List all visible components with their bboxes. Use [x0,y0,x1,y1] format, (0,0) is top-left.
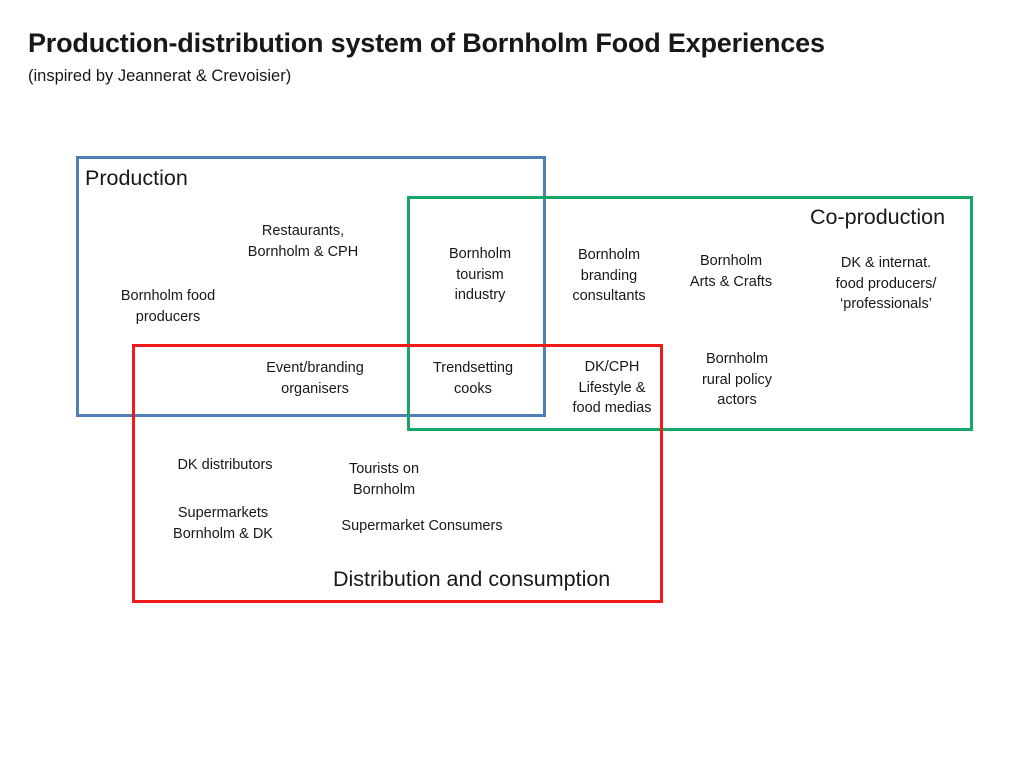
node-bornholm-tourism-industry: Bornholm tourism industry [448,246,512,304]
distribution-region-label: Distribution and consumption [333,567,611,591]
page-title: Production-distribution system of Bornho… [28,28,825,58]
node-bornholm-arts-and-crafts: Bornholm Arts & Crafts [689,253,773,290]
node-dk-cph-lifestyle-food-medias: DK/CPH Lifestyle & food medias [572,359,652,417]
node-bornholm-branding-consultants: Bornholm branding consultants [572,247,646,305]
node-supermarkets-bornholm-dk: Supermarkets Bornholm & DK [173,505,273,542]
node-tourists-on-bornholm: Tourists on Bornholm [348,461,420,498]
node-dk-distributors: DK distributors [177,457,273,473]
production-region-label: Production [85,166,188,190]
distribution-region-box [132,344,663,603]
coproduction-region-box [407,196,973,431]
node-bornholm-rural-policy-actors: Bornholm rural policy actors [701,351,773,409]
node-restaurants-bornholm-cph: Restaurants, Bornholm & CPH [247,223,359,260]
title-block: Production-distribution system of Bornho… [28,28,968,87]
node-dk-international-food-producers: DK & internat. food producers/ ‘professi… [835,255,937,313]
node-trendsetting-cooks: Trendsetting cooks [432,360,514,397]
page-subtitle: (inspired by Jeannerat & Crevoisier) [28,67,292,86]
coproduction-region-label: Co-production [810,205,946,229]
node-bornholm-food-producers: Bornholm food producers [120,288,216,325]
production-region-box [76,156,546,417]
node-event-branding-organisers: Event/branding organisers [266,360,364,397]
node-supermarket-consumers: Supermarket Consumers [341,518,503,534]
